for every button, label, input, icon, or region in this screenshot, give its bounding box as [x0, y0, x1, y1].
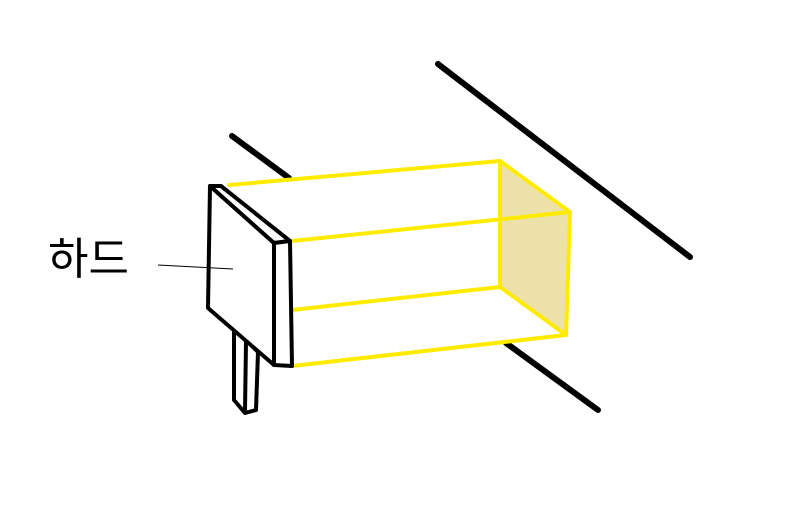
- device-stand-edge: [243, 340, 248, 412]
- beam-end-face: [500, 161, 570, 335]
- wall-stroke-right: [435, 61, 693, 260]
- beam-edge-bottom: [290, 333, 568, 368]
- projection-beam: [227, 159, 572, 368]
- beam-edge-top: [227, 159, 502, 187]
- beam-end-bottom: [498, 285, 568, 337]
- beam-end-top: [498, 159, 572, 214]
- device-label: 하드: [48, 234, 129, 285]
- device: [206, 184, 294, 415]
- device-side: [272, 239, 294, 368]
- wall-stroke-bottom: [503, 340, 601, 413]
- beam-edge-upper: [290, 210, 572, 243]
- beam-edge-middle: [290, 285, 502, 312]
- beam-end-right: [564, 210, 572, 337]
- label-leader-line: [157, 264, 234, 270]
- wall-stroke-top-left: [229, 133, 292, 181]
